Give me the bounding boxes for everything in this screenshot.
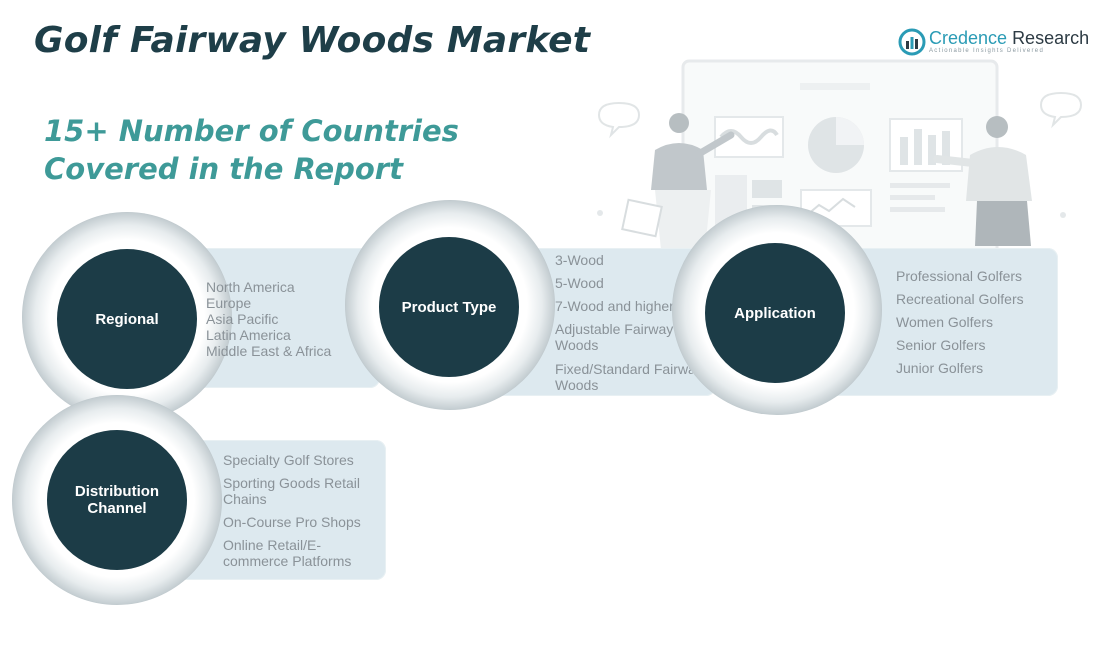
list-item: Professional Golfers bbox=[896, 268, 1023, 284]
list-item: Recreational Golfers bbox=[896, 291, 1024, 307]
subtitle-line-2: Covered in the Report bbox=[44, 152, 403, 186]
logo-brand-part2: Research bbox=[1012, 28, 1090, 48]
logo-icon bbox=[898, 28, 926, 56]
list-item: 7-Wood and higher bbox=[555, 298, 674, 314]
list-item: 5-Wood bbox=[555, 275, 604, 291]
segment-label: Regional bbox=[95, 310, 159, 328]
logo-tagline: Actionable Insights Delivered bbox=[929, 48, 1045, 54]
list-item: Online Retail/E- commerce Platforms bbox=[223, 537, 352, 569]
segment-label: Product Type bbox=[401, 298, 497, 316]
list-item: Latin America bbox=[206, 327, 291, 343]
product-type-circle: Product Type bbox=[376, 234, 522, 380]
list-item: Middle East & Africa bbox=[206, 343, 332, 359]
credence-research-logo: Credence Research Actionable Insights De… bbox=[898, 28, 1089, 58]
segment-label: Distribution Channel bbox=[74, 483, 160, 517]
distribution-channel-circle: Distribution Channel bbox=[44, 427, 190, 573]
list-item: Specialty Golf Stores bbox=[223, 452, 354, 468]
regional-circle: Regional bbox=[54, 246, 200, 392]
subtitle-line-1: 15+ Number of Countries bbox=[44, 114, 459, 148]
application-items: Professional Golfers Recreational Golfer… bbox=[896, 268, 1024, 376]
application-circle: Application bbox=[702, 240, 848, 386]
list-item: Junior Golfers bbox=[896, 360, 984, 376]
logo-brand-part1: Credence bbox=[929, 28, 1013, 48]
list-item: Women Golfers bbox=[896, 314, 993, 330]
list-item: Adjustable Fairway Woods bbox=[555, 321, 674, 353]
list-item: Senior Golfers bbox=[896, 337, 986, 353]
page-title: Golf Fairway Woods Market bbox=[34, 20, 591, 61]
regional-items: North America Europe Asia Pacific Latin … bbox=[206, 279, 331, 359]
product-type-items: 3-Wood 5-Wood 7-Wood and higher Adjustab… bbox=[555, 252, 703, 393]
distribution-channel-items: Specialty Golf Stores Sporting Goods Ret… bbox=[223, 452, 361, 569]
list-item: Europe bbox=[206, 295, 252, 311]
list-item: On-Course Pro Shops bbox=[223, 514, 361, 530]
list-item: Asia Pacific bbox=[206, 311, 279, 327]
segment-label: Application bbox=[734, 304, 816, 322]
list-item: North America bbox=[206, 279, 295, 295]
list-item: Sporting Goods Retail Chains bbox=[223, 475, 360, 507]
page-subtitle: 15+ Number of Countries Covered in the R… bbox=[44, 112, 459, 188]
list-item: 3-Wood bbox=[555, 252, 604, 268]
logo-brand: Credence Research bbox=[929, 28, 1089, 49]
list-item: Fixed/Standard Fairway Woods bbox=[555, 361, 703, 393]
